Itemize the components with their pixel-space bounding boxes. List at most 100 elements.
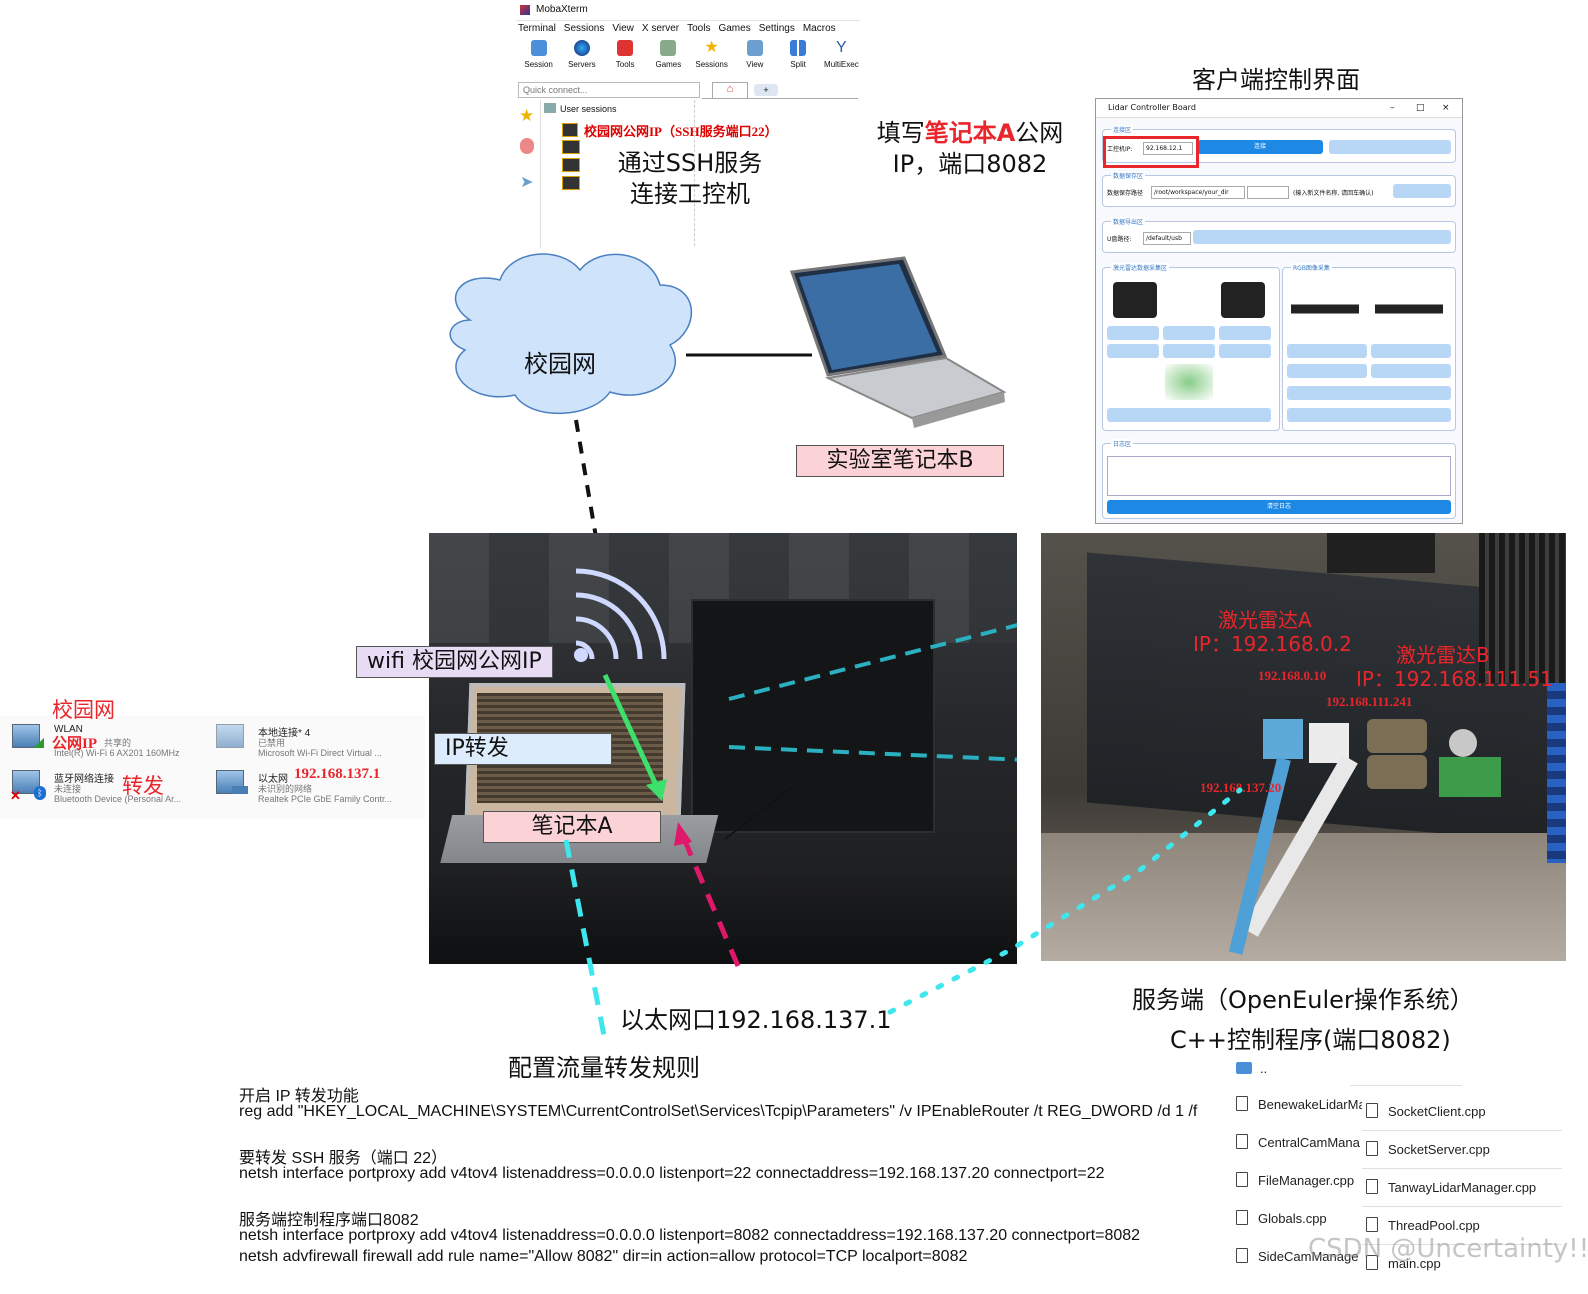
rgb-button[interactable] xyxy=(1287,344,1367,358)
toolbar-view-button[interactable]: View xyxy=(736,37,773,75)
magenta-arrow-head xyxy=(674,822,692,846)
export-group: 数据导出区 U盘路径: /default/usb xyxy=(1102,217,1456,253)
rgb-wide-button[interactable] xyxy=(1287,386,1451,400)
file-list: .. xyxy=(1230,1055,1588,1294)
file-item[interactable]: main.cpp xyxy=(1366,1255,1441,1271)
lidar-button[interactable] xyxy=(1163,326,1215,340)
ssh-session-icon[interactable] xyxy=(562,140,580,154)
save-path-input[interactable]: /root/workspace/your_dir xyxy=(1151,186,1245,199)
new-tab-icon[interactable]: + xyxy=(754,84,778,96)
command-firewall-rule: netsh advfirewall firewall add rule name… xyxy=(239,1248,968,1265)
laptop-a-label: 笔记本A xyxy=(483,811,661,843)
ethernet-port xyxy=(1263,719,1303,759)
save-group-title: 数据保存区 xyxy=(1111,171,1146,180)
save-confirm-button[interactable] xyxy=(1393,184,1451,198)
disconnect-button[interactable] xyxy=(1329,140,1451,154)
ip-forward-label: IP转发 xyxy=(434,733,612,765)
toolbar-servers-button[interactable]: Servers xyxy=(563,37,600,75)
cyan-config-link xyxy=(563,839,609,1047)
lidar-button[interactable] xyxy=(1107,344,1159,358)
menu-games[interactable]: Games xyxy=(718,23,751,34)
tools-sidebar-icon[interactable] xyxy=(520,138,534,154)
forward-red-label: 转发 xyxy=(122,774,164,798)
wifi-to-laptop-arrow xyxy=(602,673,660,789)
log-textarea[interactable] xyxy=(1107,456,1451,496)
maximize-icon[interactable]: □ xyxy=(1416,103,1425,113)
ssh-session-icon[interactable] xyxy=(562,176,580,190)
file-item[interactable]: SocketServer.cpp xyxy=(1366,1141,1490,1157)
home-tab-icon[interactable]: ⌂ xyxy=(712,82,748,98)
file-icon xyxy=(1366,1141,1378,1156)
controller-titlebar: Lidar Controller Board – □ × xyxy=(1096,99,1462,118)
rgb-wide-button[interactable] xyxy=(1287,408,1451,422)
laptop-b-image xyxy=(789,256,1007,428)
file-item[interactable]: CentralCamMana xyxy=(1236,1134,1362,1150)
toolbar-sessions-button[interactable]: ★Sessions xyxy=(695,39,728,70)
file-item[interactable]: TanwayLidarManager.cpp xyxy=(1366,1179,1536,1195)
dashboard xyxy=(429,863,1017,964)
menu-sessions[interactable]: Sessions xyxy=(563,23,605,34)
cyan-link-upper xyxy=(728,623,1017,701)
command-heading-ip-forward: 开启 IP 转发功能 xyxy=(239,1088,359,1105)
adapter-status: 共享的 xyxy=(104,738,132,748)
minimize-icon[interactable]: – xyxy=(1390,103,1395,113)
file-item[interactable]: SideCamManage xyxy=(1236,1248,1362,1264)
save-hint: (输入新文件名称, 请回车确认) xyxy=(1293,190,1374,197)
watermark: CSDN @Uncertainty!! xyxy=(1308,1234,1588,1264)
lidar-button[interactable] xyxy=(1219,344,1271,358)
ssh-caption: 通过SSH服务 连接工控机 xyxy=(610,148,770,210)
rgb-button[interactable] xyxy=(1371,344,1451,358)
ip-input[interactable]: 92.168.12.1 xyxy=(1143,142,1193,155)
close-icon[interactable]: × xyxy=(1442,103,1450,113)
lidar-button[interactable] xyxy=(1107,326,1159,340)
network-panel-bg xyxy=(0,716,425,818)
log-group: 日志区 清空日志 xyxy=(1102,439,1456,519)
send-sidebar-icon[interactable]: ➤ xyxy=(520,174,534,191)
file-icon xyxy=(1236,1248,1248,1263)
lidar-a-label: 激光雷达A xyxy=(1218,608,1312,632)
parent-folder-item[interactable]: .. xyxy=(1236,1061,1267,1076)
file-item[interactable]: Globals.cpp xyxy=(1236,1210,1362,1226)
file-item[interactable]: SocketClient.cpp xyxy=(1366,1103,1486,1119)
lidar-wide-button[interactable] xyxy=(1107,408,1271,422)
session-entry[interactable]: 校园网公网IP（SSH服务端口22） xyxy=(562,121,778,140)
menu-tools[interactable]: Tools xyxy=(687,23,711,34)
mobaxterm-title: MobaXterm xyxy=(536,4,588,15)
menu-terminal[interactable]: Terminal xyxy=(518,23,556,34)
file-item[interactable]: ThreadPool.cpp xyxy=(1366,1217,1480,1233)
lidar-button[interactable] xyxy=(1219,326,1271,340)
toolbar-games-button[interactable]: Games xyxy=(650,37,687,75)
lidar-button[interactable] xyxy=(1163,344,1215,358)
file-divider xyxy=(1362,1244,1562,1245)
export-path-input[interactable]: /default/usb xyxy=(1143,232,1191,245)
file-item[interactable]: FileManager.cpp xyxy=(1236,1172,1362,1188)
connect-button[interactable]: 连接 xyxy=(1197,140,1323,154)
ssh-session-icon xyxy=(562,123,578,137)
menu-settings[interactable]: Settings xyxy=(758,23,795,34)
mobaxterm-logo-icon xyxy=(520,5,530,15)
user-sessions-node[interactable]: User sessions xyxy=(544,103,617,114)
save-dropdown[interactable] xyxy=(1247,186,1289,199)
file-item[interactable]: BenewakeLidarMa xyxy=(1236,1096,1362,1112)
command-heading-8082: 服务端控制程序端口8082 xyxy=(239,1212,419,1229)
export-button[interactable] xyxy=(1193,230,1451,244)
menu-view[interactable]: View xyxy=(612,23,634,34)
rgb-button[interactable] xyxy=(1371,364,1451,378)
menu-macros[interactable]: Macros xyxy=(802,23,836,34)
clear-log-button[interactable]: 清空日志 xyxy=(1107,500,1451,514)
toolbar-session-button[interactable]: Session xyxy=(520,37,557,75)
toolbar-tools-button[interactable]: Tools xyxy=(607,37,644,75)
fill-highlight: 笔记本A xyxy=(924,119,1016,147)
ssh-session-icon[interactable] xyxy=(562,158,580,172)
rgb-button[interactable] xyxy=(1287,364,1367,378)
quick-connect-input[interactable]: Quick connect... xyxy=(518,82,700,98)
wifi-label: wifi 校园网公网IP xyxy=(356,646,553,678)
wifi-to-laptop-arrow-head xyxy=(646,779,667,801)
pointcloud-image xyxy=(1165,364,1213,400)
toolbar-split-button[interactable]: Split xyxy=(780,37,817,75)
menu-xserver[interactable]: X server xyxy=(641,23,680,34)
lidar-group: 激光雷达数据采集区 xyxy=(1102,263,1280,431)
favorites-star-icon[interactable]: ★ xyxy=(519,106,535,125)
panel-splitter[interactable] xyxy=(694,100,695,246)
